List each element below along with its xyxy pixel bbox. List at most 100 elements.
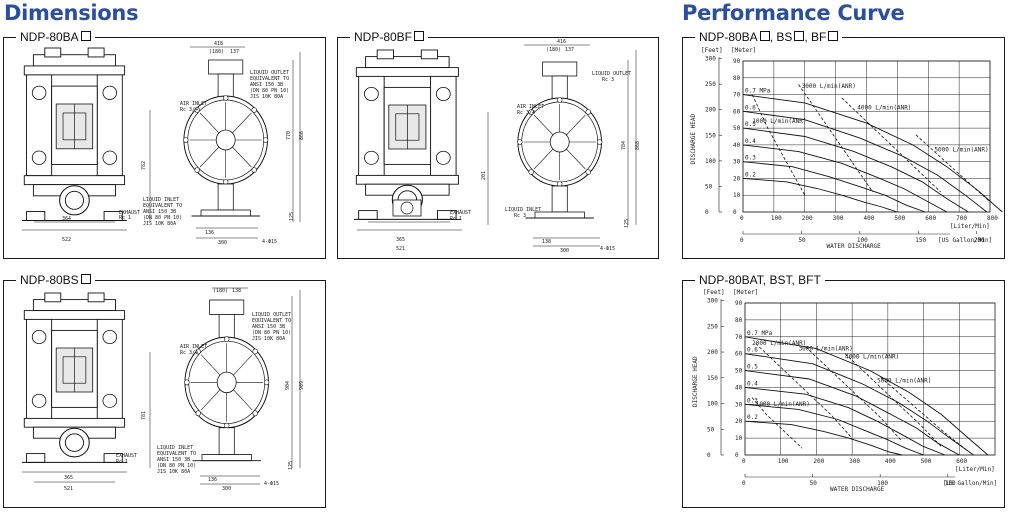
chart1-air-label: 3000 L/min(ANR) bbox=[802, 83, 856, 90]
chart2-x2-tick: 0 bbox=[742, 480, 746, 487]
chart1-air-curve bbox=[841, 97, 941, 193]
panel-ndp80bf: NDP-80BF bbox=[337, 29, 659, 259]
chart1-air-curve bbox=[751, 94, 806, 196]
curve-label-2: NDP-80BAT, BST, BFT bbox=[695, 272, 825, 288]
label-air-inlet-bf: AIR INLET bbox=[517, 104, 544, 110]
panel-ndp80bf-label: NDP-80BF bbox=[354, 30, 413, 44]
chart2-air-curve bbox=[755, 343, 853, 439]
chart1-y-tick-feet: 100 bbox=[705, 158, 716, 165]
chart2-air-curve bbox=[880, 376, 967, 451]
curve-label-pre: NDP-80BA bbox=[699, 30, 758, 44]
dim-125: 125 bbox=[289, 212, 295, 221]
label-rc34: Rc 3/4 bbox=[180, 107, 198, 113]
chart2-x-tick: 500 bbox=[921, 458, 932, 465]
variant-box-icon bbox=[414, 31, 425, 41]
chart2-unit-feet: [Feet] bbox=[703, 289, 725, 296]
label-inlet-ansi: ANSI 150 3B bbox=[143, 209, 176, 215]
chart2-pressure-label: 0.3 bbox=[747, 397, 758, 404]
chart2-y-tick-feet: 150 bbox=[707, 375, 718, 382]
dim-782: 782 bbox=[141, 161, 147, 170]
chart2-air-curve bbox=[844, 353, 942, 447]
performance-curve-title: Performance Curve bbox=[682, 1, 905, 25]
chart1-air-label: 1000 L/min(ANR) bbox=[752, 118, 806, 125]
dim-125-bs: 125 bbox=[288, 461, 294, 470]
variant-box-icon bbox=[80, 274, 91, 284]
chart2-unit-meter: [Meter] bbox=[733, 289, 758, 296]
label-exhaust-bs: EXHAUST bbox=[116, 453, 137, 459]
dim-521: 521 bbox=[396, 246, 405, 252]
dim-136-bs: 136 bbox=[208, 477, 217, 483]
chart2-air-label: 3000 L/min(ANR) bbox=[799, 345, 853, 352]
chart2-y-tick-feet: 100 bbox=[707, 401, 718, 408]
chart1-y-tick-feet: 200 bbox=[705, 107, 716, 114]
chart2-x-tick: 0 bbox=[742, 458, 746, 465]
dim-365-bs: 365 bbox=[64, 475, 73, 481]
label-inlet-equivalent-bs: EQUIVALENT TO bbox=[157, 451, 196, 457]
chart2-pressure-curve bbox=[744, 403, 924, 456]
chart1-x-tick: 700 bbox=[956, 215, 967, 222]
curve-label-mid1: , BS bbox=[769, 30, 793, 44]
chart2-pressure-curve bbox=[744, 386, 946, 456]
label-liquid-inlet-bf: LIQUID INLET bbox=[505, 207, 541, 213]
dim-125-bf: 125 bbox=[624, 219, 630, 228]
dim-904: 904 bbox=[285, 381, 291, 390]
chart1-y-tick-feet: 50 bbox=[705, 183, 713, 190]
curve-label-mid2: , BF bbox=[804, 30, 827, 44]
variant-box-icon bbox=[80, 31, 91, 41]
dim-138-bf: 138 bbox=[542, 239, 551, 245]
pump-front-view-ndp80ba: 364 522 EXHAUST Rc 1 bbox=[21, 47, 140, 243]
chart1-pressure-label: 0.2 bbox=[745, 171, 756, 178]
chart2-y-tick-feet: 250 bbox=[707, 323, 718, 330]
dim-180-bs: (180) bbox=[213, 288, 228, 294]
chart1-y-tick-meter: 70 bbox=[733, 92, 741, 99]
label-liquid-outlet-bf: LIQUID OUTLET bbox=[592, 71, 631, 77]
variant-box-icon bbox=[794, 31, 805, 41]
chart1-x-tick: 300 bbox=[833, 215, 844, 222]
dim-138-bs: 138 bbox=[232, 288, 241, 294]
chart2-y-tick-feet: 0 bbox=[707, 452, 711, 459]
chart2-air-label: 1000 L/min(ANR) bbox=[756, 401, 810, 408]
chart2-y-tick-meter: 40 bbox=[735, 384, 743, 391]
chart2-air-curve bbox=[751, 397, 803, 449]
chart2-y-tick-meter: 20 bbox=[735, 418, 743, 425]
dim-365: 365 bbox=[396, 237, 405, 243]
dim-522: 522 bbox=[62, 237, 71, 243]
chart1-pressure-curve bbox=[742, 144, 948, 213]
pump-side-view-ndp80ba: 418 (180) 137 LIQUID OUTLET EQUIVALENT T… bbox=[141, 41, 305, 246]
dim-868: 868 bbox=[635, 141, 641, 150]
dim-180: (180) bbox=[209, 49, 224, 55]
panel-ndp80ba: NDP-80BA bbox=[3, 29, 326, 259]
chart1-pressure-label: 0.6 bbox=[745, 104, 756, 111]
label-equivalent: EQUIVALENT TO bbox=[250, 76, 289, 82]
chart2-air-label: 5000 L/min(ANR) bbox=[877, 377, 931, 384]
chart2-y-tick-feet: 200 bbox=[707, 349, 718, 356]
dim-909: 909 bbox=[299, 381, 305, 390]
dim-180-bf: (180) bbox=[546, 47, 561, 53]
chart1-x-tick: 100 bbox=[771, 215, 782, 222]
dim-137: 137 bbox=[230, 49, 239, 55]
chart2-pressure-curve bbox=[744, 370, 960, 456]
chart1-pressure-curve bbox=[742, 177, 898, 213]
chart2-y-tick-meter: 10 bbox=[735, 435, 743, 442]
label-rc3-inlet-bf: Rc 3 bbox=[514, 213, 526, 219]
chart1-x-tick: 0 bbox=[740, 215, 744, 222]
chart2-y-tick-meter: 70 bbox=[735, 334, 743, 341]
dim-4-phi15-bs: 4-Ф15 bbox=[264, 481, 279, 487]
chart1-air-curve bbox=[798, 84, 874, 193]
dim-521-bs: 521 bbox=[64, 486, 73, 492]
panel-curve-ndp80bat: NDP-80BAT, BST, BFT bbox=[682, 272, 1005, 508]
label-exhaust-bf: EXHAUST bbox=[450, 210, 471, 216]
chart2-x-tick: 600 bbox=[956, 458, 967, 465]
panel-ndp80ba-label: NDP-80BA bbox=[20, 30, 79, 44]
chart1-x-tick: 600 bbox=[925, 215, 936, 222]
panel-ndp80bs-label: NDP-80BS bbox=[20, 273, 79, 287]
chart1-y-tick-feet: 0 bbox=[705, 209, 709, 216]
variant-box-icon bbox=[828, 31, 839, 41]
label-liquid-inlet: LIQUID INLET bbox=[143, 197, 179, 203]
variant-box-icon bbox=[759, 31, 770, 41]
chart1-x2-tick: 200 bbox=[974, 237, 985, 244]
chart2-x-label: WATER DISCHARGE bbox=[830, 486, 885, 493]
chart1-x-label: WATER DISCHARGE bbox=[827, 243, 882, 250]
label-equivalent-bs: EQUIVALENT TO bbox=[252, 318, 291, 324]
